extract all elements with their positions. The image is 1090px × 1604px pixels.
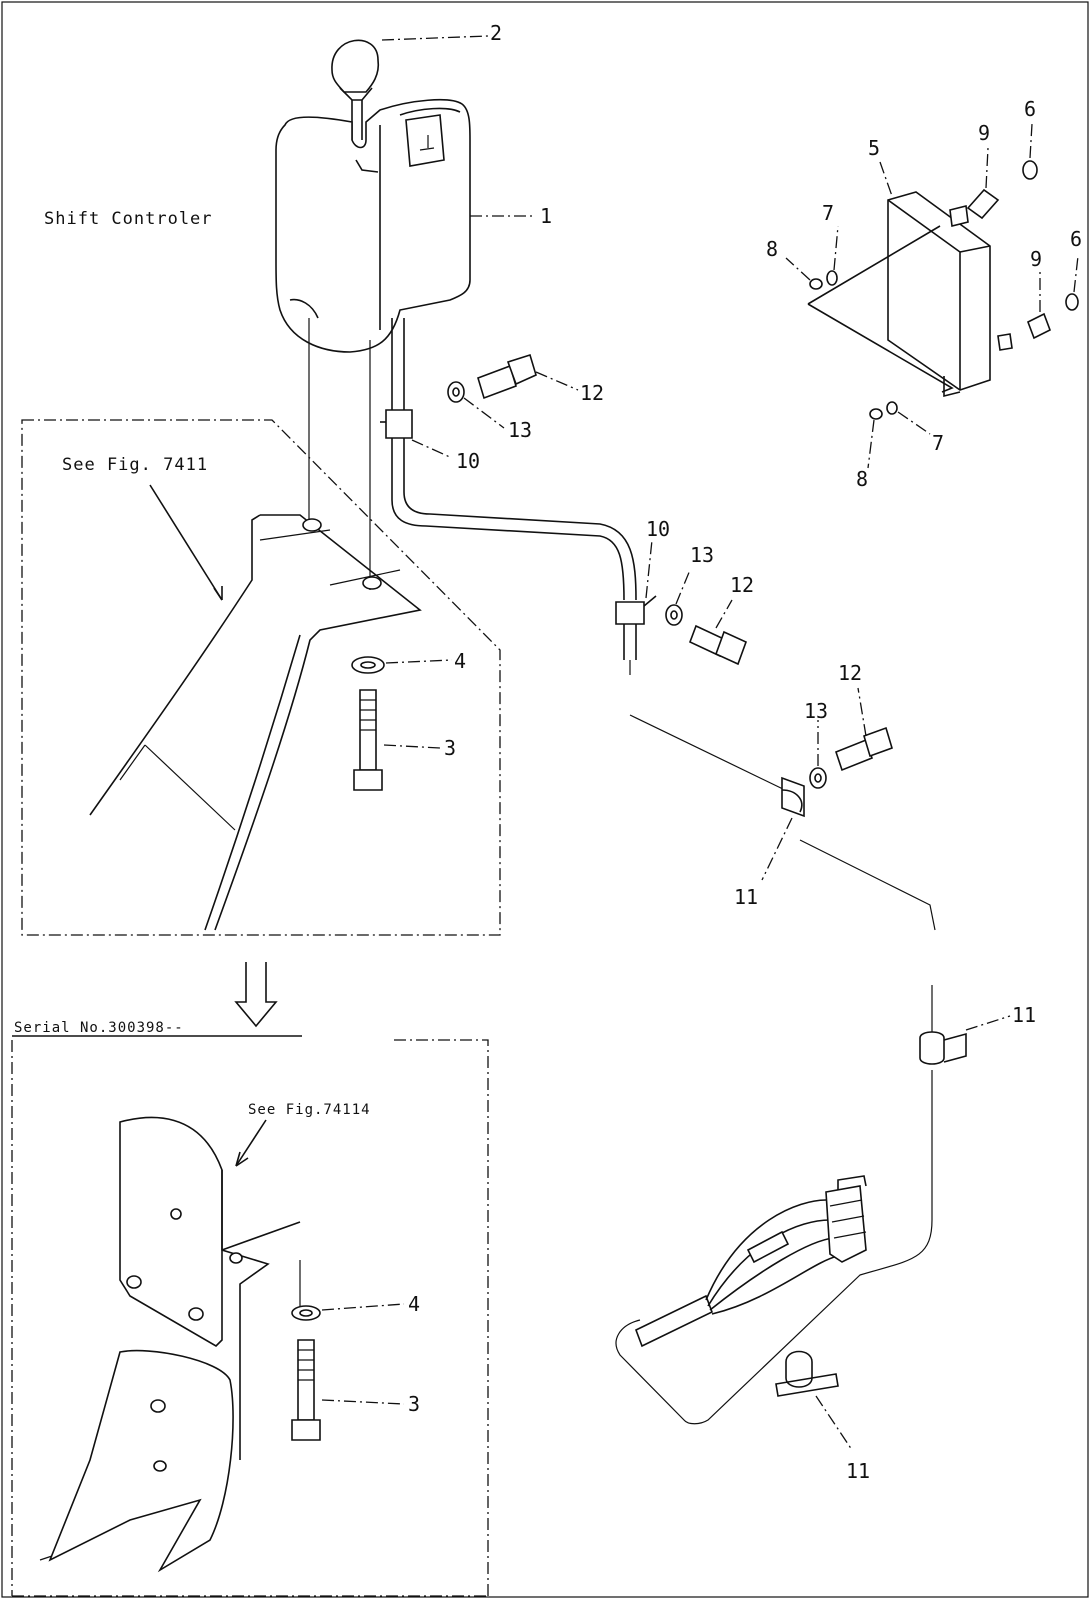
wire-harness-connector — [634, 1175, 867, 1348]
washer-7-upper — [826, 270, 838, 286]
diagram-title: Shift Controler — [44, 209, 213, 229]
screw-9-lower — [1026, 312, 1052, 340]
leader-10-middle — [645, 539, 653, 599]
clip-11-right — [919, 1031, 967, 1065]
leader-3-upper — [383, 744, 441, 749]
leader-12-lower — [857, 687, 867, 737]
clamp-10-middle — [615, 595, 657, 625]
callout-8-upper: 8 — [766, 237, 778, 261]
see-fig-arrowhead — [213, 586, 223, 601]
callout-12-middle: 12 — [730, 573, 754, 597]
callout-12-upper: 12 — [580, 381, 604, 405]
washer-13-lower — [809, 767, 827, 789]
change-arrow — [234, 962, 278, 1028]
washer-13-upper — [447, 381, 465, 403]
leader-11-right — [965, 1015, 1011, 1031]
callout-1: 1 — [540, 204, 552, 228]
lower-mount-panel — [11, 1039, 489, 1597]
leader-12-upper — [535, 371, 579, 391]
see-fig-arrow — [149, 484, 223, 601]
bolt-12-middle — [688, 624, 748, 666]
screw-9-upper — [966, 188, 1000, 220]
shift-controller-body — [275, 39, 471, 400]
leader-9-upper — [985, 147, 989, 189]
washer-13-middle — [665, 604, 683, 626]
leader-11-middle — [761, 817, 793, 881]
leader-6-upper — [1029, 123, 1033, 159]
clip-11-middle — [781, 776, 805, 818]
callout-9-lower: 9 — [1030, 247, 1042, 271]
callout-10-upper: 10 — [456, 449, 480, 473]
leader-8-lower — [867, 419, 875, 469]
callout-3-upper: 3 — [444, 736, 456, 760]
bolt-12-upper — [477, 353, 537, 400]
leader-4-lower — [321, 1303, 405, 1311]
callout-5: 5 — [868, 136, 880, 160]
leader-5 — [879, 161, 893, 197]
bolt-3-upper — [353, 689, 383, 791]
leader-13-middle — [675, 569, 691, 605]
upper-mount-panel — [21, 419, 501, 936]
leader-6-lower — [1073, 255, 1079, 293]
leader-11-bottom — [815, 1395, 853, 1451]
callout-6-upper: 6 — [1024, 97, 1036, 121]
leader-12-middle — [715, 599, 733, 629]
callout-2: 2 — [490, 21, 502, 45]
see-fig-74114: See Fig.74114 — [248, 1102, 371, 1118]
callout-13-lower: 13 — [804, 699, 828, 723]
nut-8-upper — [809, 278, 823, 290]
leader-4-upper — [385, 659, 453, 664]
washer-7-lower — [886, 401, 898, 415]
callout-4-lower: 4 — [408, 1292, 420, 1316]
callout-11-right: 11 — [1012, 1003, 1036, 1027]
callout-6-lower: 6 — [1070, 227, 1082, 251]
see-fig-lower-arrowhead — [235, 1151, 249, 1167]
leader-7-lower — [897, 411, 931, 435]
bolt-3-lower — [291, 1339, 321, 1441]
callout-8-lower: 8 — [856, 467, 868, 491]
clamp-10-upper — [380, 409, 413, 439]
callout-12-lower: 12 — [838, 661, 862, 685]
leader-13-upper — [463, 397, 505, 429]
callout-4-upper: 4 — [454, 649, 466, 673]
see-fig-7411: See Fig. 7411 — [62, 455, 208, 475]
nut-8-lower — [869, 408, 883, 420]
leader-3-lower — [321, 1399, 405, 1405]
washer-4-upper — [351, 656, 385, 674]
callout-7-lower: 7 — [932, 431, 944, 455]
washer-4-lower — [291, 1305, 321, 1321]
callout-10-middle: 10 — [646, 517, 670, 541]
callout-13-middle: 13 — [690, 543, 714, 567]
screw-6-lower — [1065, 293, 1079, 311]
see-fig-lower-arrow — [235, 1119, 267, 1167]
leader-2 — [381, 35, 489, 41]
leader-8-upper — [785, 257, 811, 281]
serial-number-note: Serial No.300398-- — [14, 1020, 184, 1036]
callout-11-middle: 11 — [734, 885, 758, 909]
callout-13-upper: 13 — [508, 418, 532, 442]
callout-11-bottom: 11 — [846, 1459, 870, 1483]
screw-6-upper — [1022, 160, 1038, 180]
control-cable — [391, 400, 936, 1425]
bolt-12-lower — [835, 726, 893, 772]
leader-10-upper — [411, 439, 453, 459]
controller-box — [807, 191, 1013, 398]
leader-7-upper — [833, 225, 839, 271]
callout-7-upper: 7 — [822, 201, 834, 225]
callout-9-upper: 9 — [978, 121, 990, 145]
callout-3-lower: 3 — [408, 1392, 420, 1416]
clamp-11-bottom — [775, 1350, 839, 1397]
